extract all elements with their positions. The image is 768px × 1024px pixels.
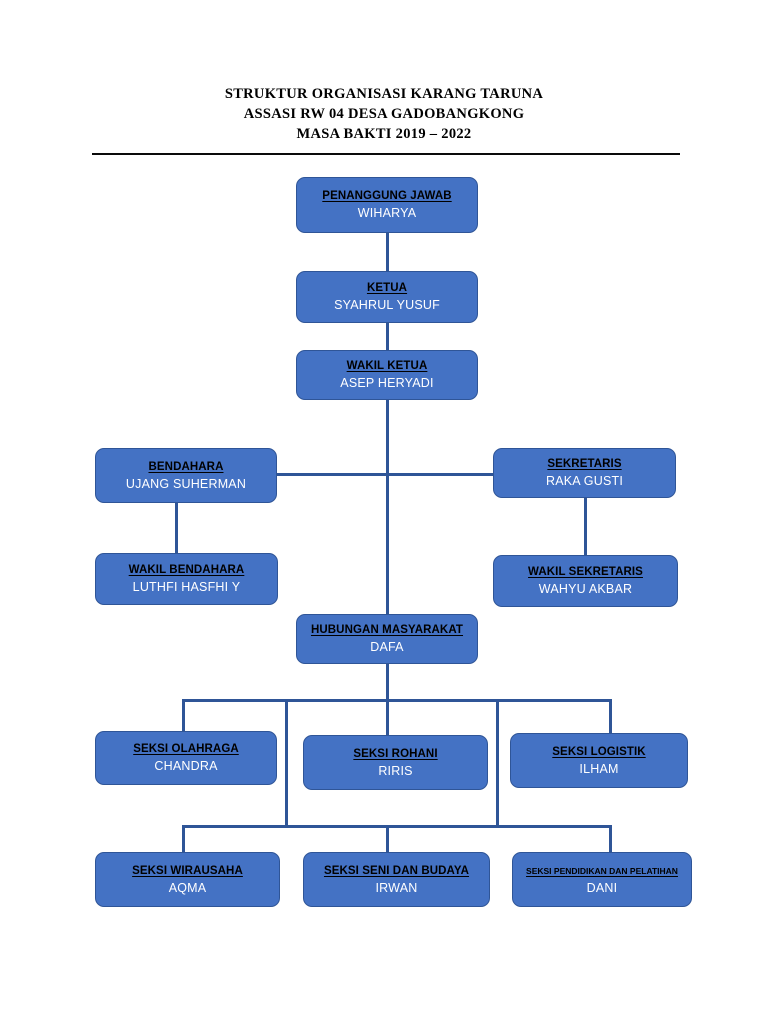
node-name: AQMA xyxy=(168,880,207,895)
node-title: WAKIL BENDAHARA xyxy=(128,564,245,576)
connector-bus-seksi-row1 xyxy=(182,699,612,702)
connector-ketua-to-wakilketua xyxy=(386,323,389,350)
node-seksi-logistik[interactable]: SEKSI LOGISTIK ILHAM xyxy=(510,733,688,788)
node-title: SEKSI ROHANI xyxy=(353,747,438,760)
node-name: DANI xyxy=(586,880,618,895)
connector-sekretaris-to-wakil xyxy=(584,498,587,555)
connector-drop-pendidikan xyxy=(609,825,612,852)
node-bendahara[interactable]: BENDAHARA UJANG SUHERMAN xyxy=(95,448,277,503)
node-title: KETUA xyxy=(366,282,408,294)
node-hubungan-masyarakat[interactable]: HUBUNGAN MASYARAKAT DAFA xyxy=(296,614,478,664)
node-name: UJANG SUHERMAN xyxy=(125,476,247,491)
node-title: BENDAHARA xyxy=(148,460,224,473)
node-name: RIRIS xyxy=(378,763,413,778)
connector-drop-olahraga xyxy=(182,699,185,731)
node-title: SEKSI OLAHRAGA xyxy=(133,743,239,755)
node-wakil-ketua[interactable]: WAKIL KETUA ASEP HERYADI xyxy=(296,350,478,400)
node-name: ASEP HERYADI xyxy=(340,376,434,390)
node-name: WIHARYA xyxy=(357,206,417,220)
title-line-1: STRUKTUR ORGANISASI KARANG TARUNA xyxy=(224,86,544,102)
node-seksi-seni-dan-budaya[interactable]: SEKSI SENI DAN BUDAYA IRWAN xyxy=(303,852,490,907)
node-sekretaris[interactable]: SEKRETARIS RAKA GUSTI xyxy=(493,448,676,498)
node-title: SEKSI WIRAUSAHA xyxy=(132,864,243,877)
node-title: HUBUNGAN MASYARAKAT xyxy=(310,624,464,636)
node-title: WAKIL KETUA xyxy=(346,360,428,372)
page-title: STRUKTUR ORGANISASI KARANG TARUNA ASSASI… xyxy=(0,84,768,144)
node-title: SEKSI SENI DAN BUDAYA xyxy=(323,864,470,877)
node-title: SEKRETARIS xyxy=(547,458,622,470)
connector-drop-logistik xyxy=(609,699,612,733)
node-name: LUTHFI HASFHI Y xyxy=(132,580,241,594)
node-seksi-rohani[interactable]: SEKSI ROHANI RIRIS xyxy=(303,735,488,790)
node-name: CHANDRA xyxy=(154,759,218,773)
connector-drop-rohani xyxy=(386,699,389,735)
node-name: DAFA xyxy=(370,640,404,654)
header-divider xyxy=(92,153,680,155)
node-seksi-wirausaha[interactable]: SEKSI WIRAUSAHA AQMA xyxy=(95,852,280,907)
connector-humas-spine xyxy=(386,664,389,702)
node-seksi-pendidikan-dan-pelatihan[interactable]: SEKSI PENDIDIKAN DAN PELATIHAN DANI xyxy=(512,852,692,907)
node-name: ILHAM xyxy=(579,761,619,776)
node-seksi-olahraga[interactable]: SEKSI OLAHRAGA CHANDRA xyxy=(95,731,277,785)
node-title: SEKSI PENDIDIKAN DAN PELATIHAN xyxy=(526,865,678,876)
connector-bus-seksi-row2 xyxy=(182,825,612,828)
title-line-3: MASA BAKTI 2019 – 2022 xyxy=(296,126,472,142)
connector-wakilketua-spine xyxy=(386,400,389,614)
connector-bus-bendahara-sekretaris xyxy=(277,473,493,476)
node-wakil-sekretaris[interactable]: WAKIL SEKRETARIS WAHYU AKBAR xyxy=(493,555,678,607)
connector-passthrough-left xyxy=(285,699,288,828)
connector-passthrough-right xyxy=(496,699,499,828)
node-ketua[interactable]: KETUA SYAHRUL YUSUF xyxy=(296,271,478,323)
node-name: SYAHRUL YUSUF xyxy=(334,298,440,312)
node-wakil-bendahara[interactable]: WAKIL BENDAHARA LUTHFI HASFHI Y xyxy=(95,553,278,605)
connector-bendahara-to-wakil xyxy=(175,503,178,553)
connector-drop-seni xyxy=(386,825,389,852)
connector-penanggung-to-ketua xyxy=(386,233,389,271)
node-name: WAHYU AKBAR xyxy=(538,582,633,596)
node-name: IRWAN xyxy=(375,880,418,895)
node-penanggung-jawab[interactable]: PENANGGUNG JAWAB WIHARYA xyxy=(296,177,478,233)
connector-drop-wirausaha xyxy=(182,825,185,852)
node-name: RAKA GUSTI xyxy=(545,474,624,488)
node-title: PENANGGUNG JAWAB xyxy=(322,190,452,202)
title-line-2: ASSASI RW 04 DESA GADOBANGKONG xyxy=(243,106,525,122)
node-title: WAKIL SEKRETARIS xyxy=(528,566,643,578)
node-title: SEKSI LOGISTIK xyxy=(552,745,646,758)
